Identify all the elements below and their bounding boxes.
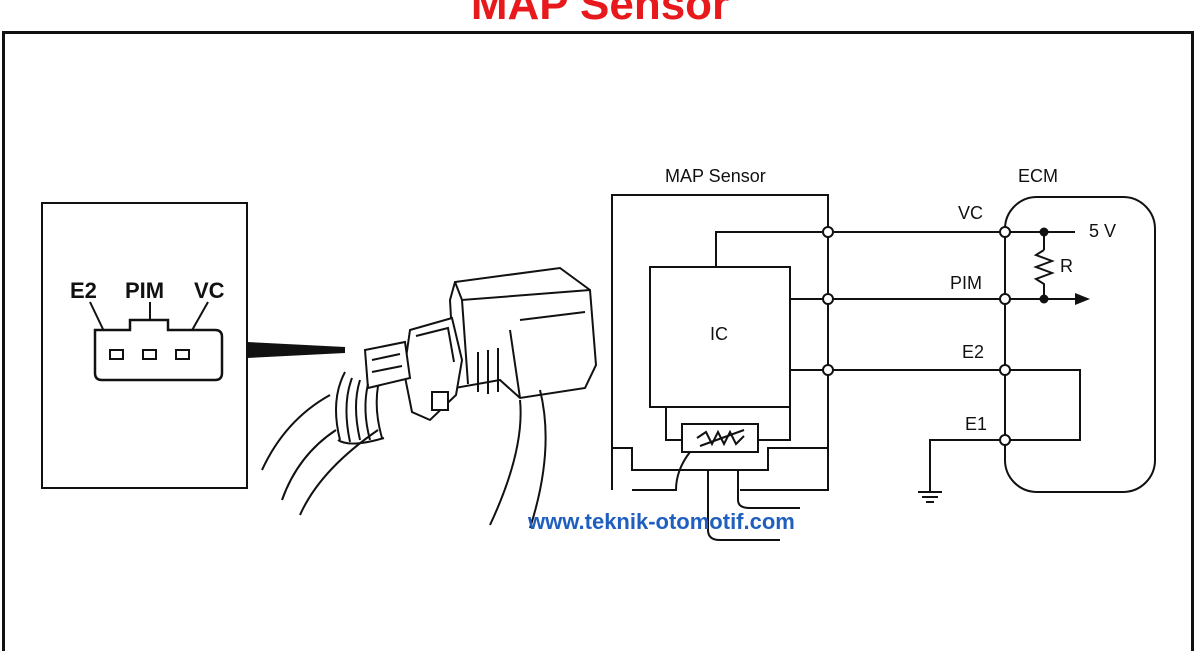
pin-vc [175,349,190,360]
voltage-label: 5 V [1089,221,1116,241]
sensor-illustration [261,266,598,529]
page-title: MAP Sensor [470,0,730,29]
watermark-url: www.teknik-otomotif.com [528,509,795,534]
ic-label: IC [710,324,728,344]
pin-e2 [109,349,124,360]
pin-label-vc: VC [194,278,225,303]
connector-detail: E2 PIM VC [41,202,345,489]
pin-pim [142,349,157,360]
terminal-e1: E1 [965,414,987,434]
terminal-e2: E2 [962,342,984,362]
connector-face [93,318,224,382]
diagram-frame [2,31,1194,651]
ecm-box [1004,196,1156,493]
terminal-pim: PIM [950,273,982,293]
ecm-title: ECM [1018,166,1058,186]
resistor-label: R [1060,256,1073,276]
wiring-diagram: E2 PIM VC [41,166,1156,541]
terminal-vc: VC [958,203,983,223]
pin-label-e2: E2 [70,278,97,303]
ic-box [649,266,791,408]
pin-label-pim: PIM [125,278,164,303]
circuit-schematic: MAP Sensor ECM [611,166,1156,541]
sensor-title: MAP Sensor [665,166,766,186]
